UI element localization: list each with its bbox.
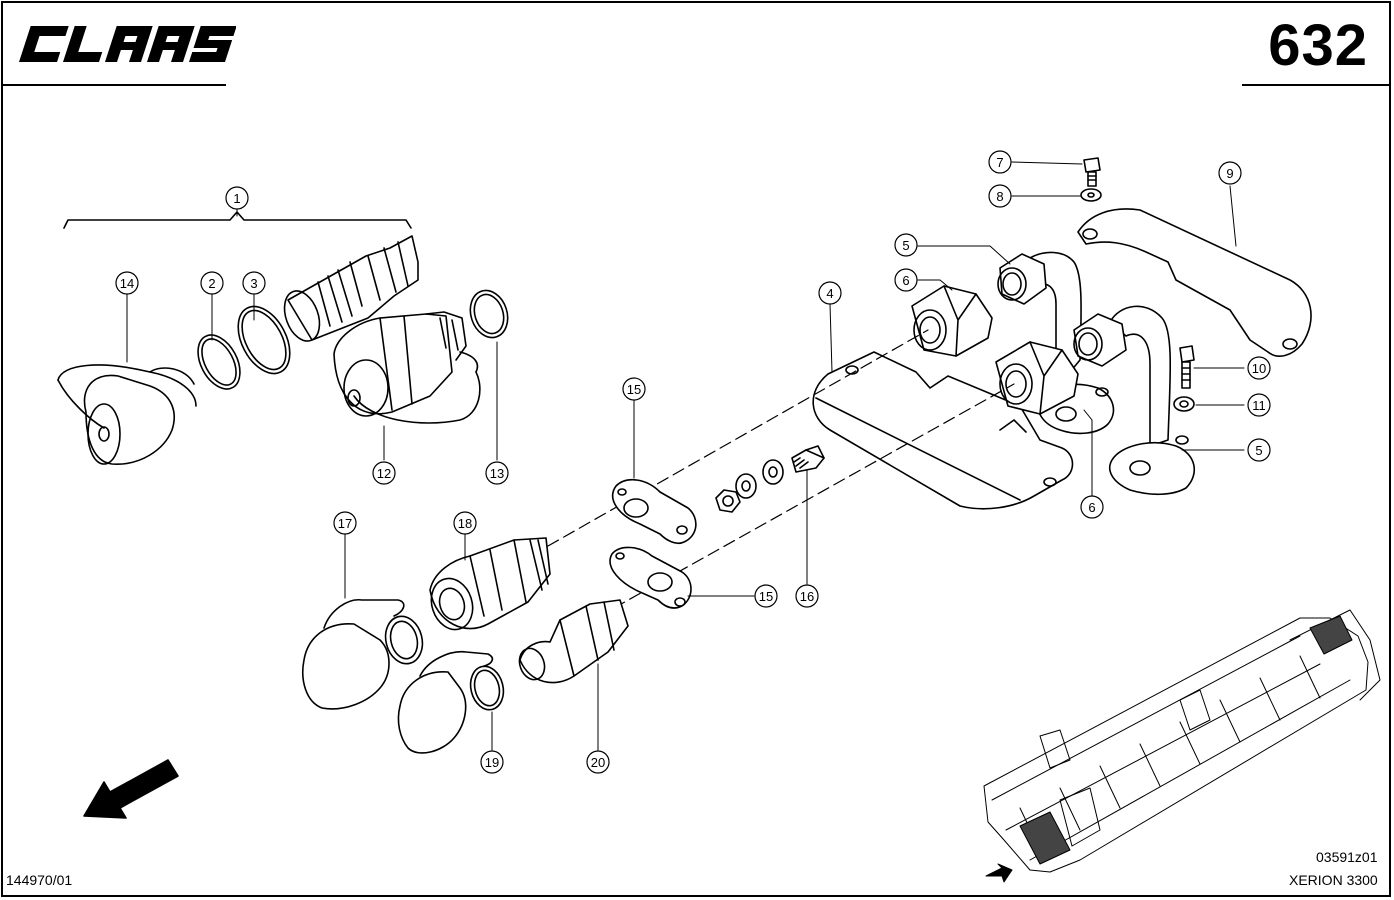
leader-lines <box>126 161 1245 751</box>
svg-text:19: 19 <box>485 755 499 770</box>
assembly-line-upper <box>547 329 929 547</box>
dust-cap-part-17 <box>302 599 424 710</box>
svg-text:8: 8 <box>996 189 1003 204</box>
svg-text:10: 10 <box>1252 361 1266 376</box>
svg-text:11: 11 <box>1252 398 1266 413</box>
svg-text:6: 6 <box>1088 500 1095 515</box>
svg-text:17: 17 <box>338 516 352 531</box>
document-number: 144970/01 <box>6 872 73 888</box>
gasket-part-15-lower <box>609 546 692 609</box>
lock-washer <box>762 459 784 485</box>
callout-11: 11 <box>1247 393 1271 417</box>
nut-part-5-upper <box>997 253 1047 305</box>
callout-14: 14 <box>115 271 139 295</box>
svg-text:18: 18 <box>458 516 472 531</box>
quick-coupler-part-18 <box>429 537 551 631</box>
callout-10: 10 <box>1247 356 1271 380</box>
o-ring-part-2-inner <box>201 338 237 386</box>
bolt-part-10 <box>1179 345 1195 389</box>
bolt-part-16 <box>791 445 825 473</box>
flat-washer <box>735 473 757 499</box>
callout-4: 4 <box>818 281 842 305</box>
nut-part-6-upper <box>911 285 993 357</box>
header-rule-right <box>1242 84 1390 86</box>
svg-text:12: 12 <box>377 466 391 481</box>
mounting-plate-part-4 <box>812 351 1074 510</box>
washer-part-11 <box>1173 396 1195 412</box>
callout-8: 8 <box>988 184 1012 208</box>
callout-17: 17 <box>333 511 357 535</box>
svg-text:6: 6 <box>902 273 909 288</box>
header-rule-left <box>1 84 226 86</box>
bracket-plate-part-9 <box>1077 208 1312 357</box>
svg-text:4: 4 <box>826 286 833 301</box>
svg-text:13: 13 <box>490 466 504 481</box>
bolt-part-7 <box>1083 157 1101 187</box>
o-ring-part-3-inner <box>241 309 287 371</box>
callout-18: 18 <box>453 511 477 535</box>
dust-cap-part-14 <box>57 364 197 465</box>
nut-part-5-lower <box>1073 313 1127 367</box>
hex-nut <box>715 489 741 513</box>
svg-text:5: 5 <box>1255 443 1262 458</box>
svg-text:1: 1 <box>233 191 240 206</box>
coupler-with-cap-part-12 <box>333 311 481 424</box>
callout-20: 20 <box>586 750 610 774</box>
callout-12: 12 <box>372 461 396 485</box>
quick-coupler-upper <box>283 235 419 342</box>
dust-cap-part-19 <box>397 651 505 754</box>
callout-2: 2 <box>200 271 224 295</box>
direction-arrow-icon <box>83 759 179 819</box>
callout-6-lower: 6 <box>1080 495 1104 519</box>
svg-text:2: 2 <box>208 276 215 291</box>
callout-19: 19 <box>480 750 504 774</box>
svg-text:3: 3 <box>250 276 257 291</box>
callout-6-upper: 6 <box>894 268 918 292</box>
callout-15-lower: 15 <box>754 584 778 608</box>
svg-text:16: 16 <box>800 589 814 604</box>
svg-text:20: 20 <box>591 755 605 770</box>
claas-logo <box>19 26 236 62</box>
callout-1: 1 <box>225 186 249 210</box>
svg-text:14: 14 <box>120 276 134 291</box>
o-ring-part-13-inner <box>473 293 505 335</box>
svg-text:9: 9 <box>1226 166 1233 181</box>
callout-5-upper: 5 <box>894 233 918 257</box>
svg-text:15: 15 <box>627 382 641 397</box>
callout-13: 13 <box>485 461 509 485</box>
model-name: XERION 3300 <box>1289 872 1378 888</box>
tractor-frame-locator-icon <box>983 609 1381 883</box>
callout-3: 3 <box>242 271 266 295</box>
svg-text:15: 15 <box>759 589 773 604</box>
washer-part-8 <box>1080 188 1102 202</box>
o-ring-part-3 <box>237 305 291 375</box>
svg-text:5: 5 <box>902 238 909 253</box>
drawing-code: 03591z01 <box>1316 849 1378 865</box>
quick-coupler-part-20 <box>518 599 629 684</box>
elbow-pipe-part-5-lower <box>1108 305 1196 496</box>
callout-7: 7 <box>988 150 1012 174</box>
page-number: 632 <box>1268 13 1368 78</box>
callout-9: 9 <box>1218 161 1242 185</box>
callout-15-upper: 15 <box>622 377 646 401</box>
o-ring-part-13 <box>469 289 509 339</box>
callout-5-lower: 5 <box>1247 438 1271 462</box>
gasket-part-15-upper <box>611 479 697 545</box>
o-ring-part-2 <box>197 334 241 390</box>
nut-part-6-lower <box>995 341 1079 415</box>
callout-16: 16 <box>795 584 819 608</box>
svg-text:7: 7 <box>996 155 1003 170</box>
